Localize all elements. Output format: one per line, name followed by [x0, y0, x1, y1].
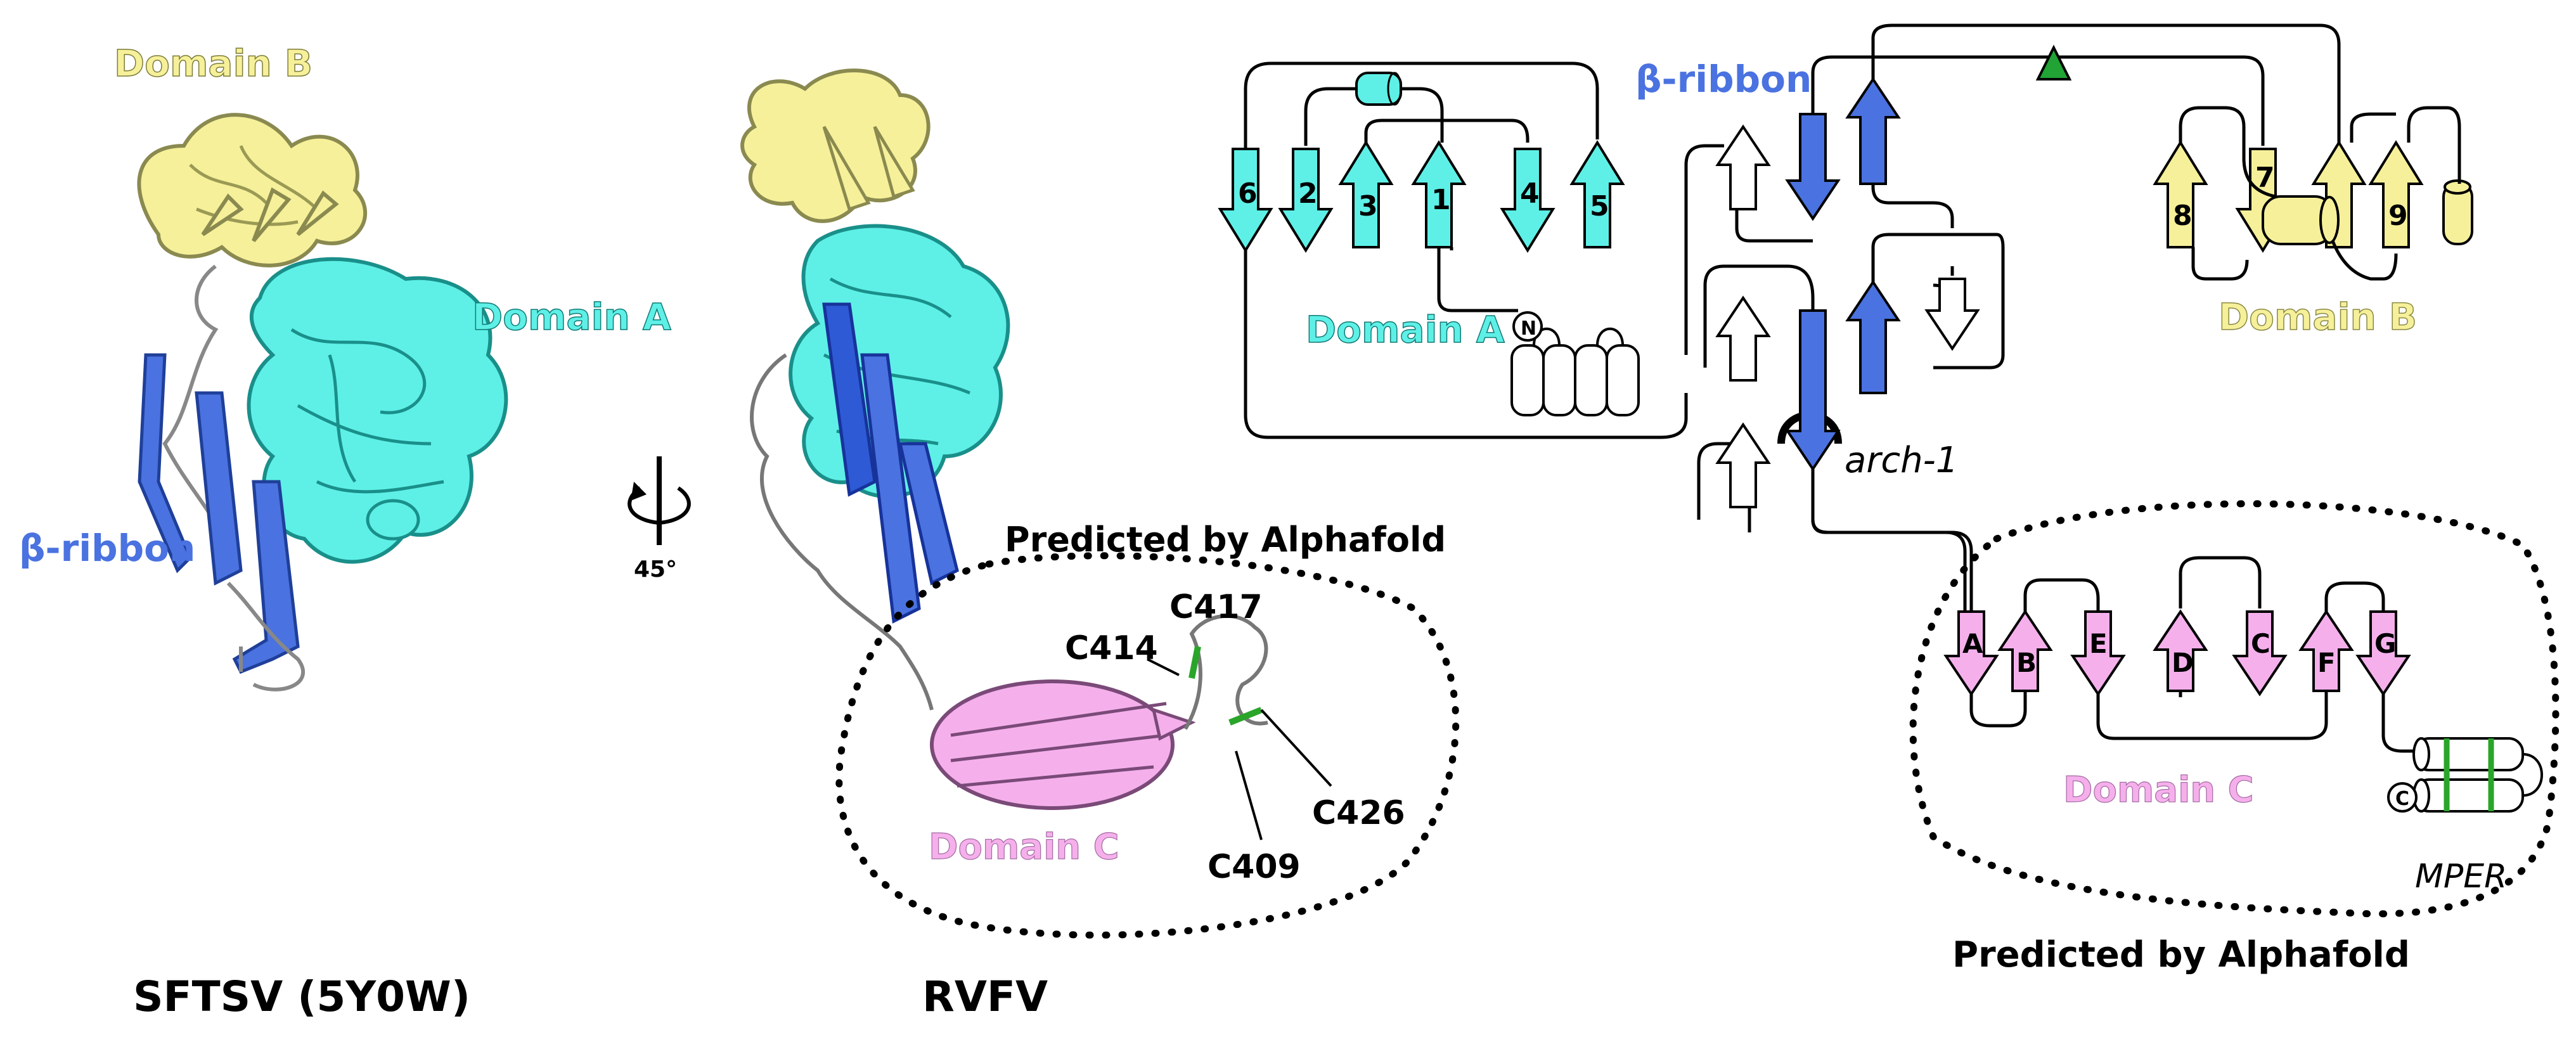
rotation-arrow-icon — [628, 456, 691, 545]
cys-label-c426: C426 — [1312, 794, 1405, 832]
strand-G — [2355, 610, 2411, 697]
strand-label-3: 3 — [1358, 190, 1378, 222]
topology-domain-b-label: Domain B — [2219, 295, 2417, 338]
rvfv-alphafold-region — [835, 552, 1460, 939]
strand-E — [2070, 610, 2126, 697]
strand-label-7: 7 — [2255, 162, 2275, 194]
domain-a-helix-top — [1355, 72, 1402, 106]
topology-linker-strands — [1715, 124, 1980, 508]
n-terminus-label: N — [1521, 318, 1536, 340]
strand-label-E: E — [2089, 628, 2108, 659]
mper-disulfide-bonds — [2444, 738, 2494, 811]
sftsv-structure — [137, 113, 508, 691]
strand-5 — [1569, 140, 1625, 248]
strand-3 — [1338, 140, 1394, 248]
mper-helices — [2412, 737, 2543, 813]
strand-6 — [1218, 148, 1273, 253]
domain-b-connectors — [2179, 106, 2461, 281]
cys-label-c417: C417 — [1169, 588, 1263, 626]
sftsv-beta-ribbon — [138, 264, 305, 691]
strand-label-A: A — [1962, 628, 1983, 659]
strand-D — [2153, 609, 2208, 692]
strand-label-B: B — [2016, 647, 2037, 678]
strand-9 — [2368, 140, 2424, 248]
sftsv-beta-ribbon-label: β-ribbon — [19, 527, 195, 570]
strand-label-F: F — [2317, 647, 2336, 678]
arch-1-label: arch-1 — [1845, 440, 1958, 481]
rvfv-caption: RVFV — [922, 972, 1048, 1021]
n-terminus-marker — [1512, 311, 1543, 342]
c-terminus-label: C — [2395, 788, 2409, 810]
strand-8 — [2153, 140, 2208, 248]
sftsv-caption: SFTSV (5Y0W) — [133, 972, 470, 1021]
rvfv-structure — [740, 68, 1268, 810]
topology-domain-c-connectors — [1811, 482, 2421, 753]
strand-label-D: D — [2172, 647, 2194, 678]
strand-label-1: 1 — [1431, 184, 1451, 216]
topology-beta-ribbon-label: β-ribbon — [1635, 58, 1812, 101]
strand-label-9: 9 — [2388, 200, 2408, 232]
strand-label-2: 2 — [1298, 177, 1318, 210]
rvfv-beta-ribbon — [822, 302, 877, 497]
rvfv-domain-c-label: Domain C — [929, 827, 1119, 868]
rvfv-disulfide-bonds — [1188, 646, 1263, 726]
strand-F — [2298, 609, 2354, 692]
sftsv-domain-b-label: Domain B — [114, 42, 312, 85]
topology-predicted-label: Predicted by Alphafold — [1952, 934, 2410, 975]
strand-B — [1997, 609, 2053, 692]
strand-label-C: C — [2251, 628, 2270, 659]
rotation-angle-label: 45° — [634, 556, 677, 582]
topology-domain-a-strands — [1218, 140, 1625, 253]
domain-b-helices — [2262, 179, 2473, 245]
strand-label-4: 4 — [1520, 177, 1540, 210]
cys-label-c409: C409 — [1208, 848, 1301, 886]
topology-beta-ribbon-strands — [1785, 77, 1901, 472]
strand-4 — [1500, 148, 1555, 253]
strand-label-8: 8 — [2173, 200, 2193, 232]
strand-label-5: 5 — [1590, 190, 1609, 222]
c-terminus-marker — [2387, 782, 2418, 813]
topology-domain-c-label: Domain C — [2063, 769, 2254, 811]
cys-pointer-lines — [1147, 658, 1332, 840]
topology-domain-a-label: Domain A — [1306, 308, 1505, 351]
rvfv-domain-c-ribbon — [930, 679, 1196, 810]
topology-domain-c-strands — [1943, 609, 2411, 697]
strand-2 — [1278, 148, 1334, 253]
topology-alphafold-region — [1909, 500, 2560, 918]
sftsv-domain-a-ribbon — [247, 257, 508, 564]
domain-a-helix-bundle — [1510, 327, 1640, 416]
strand-C — [2232, 610, 2288, 697]
cys-label-c414: C414 — [1065, 629, 1158, 667]
strand-label-G: G — [2374, 628, 2396, 659]
strand-label-6: 6 — [1238, 177, 1258, 210]
sftsv-domain-b-ribbon — [137, 113, 368, 267]
sftsv-domain-a-label: Domain A — [472, 295, 671, 338]
glycan-triangle-icon — [2035, 44, 2072, 80]
strand-A — [1943, 610, 1999, 697]
rvfv-predicted-label: Predicted by Alphafold — [1005, 520, 1446, 560]
strand-1 — [1411, 140, 1467, 248]
